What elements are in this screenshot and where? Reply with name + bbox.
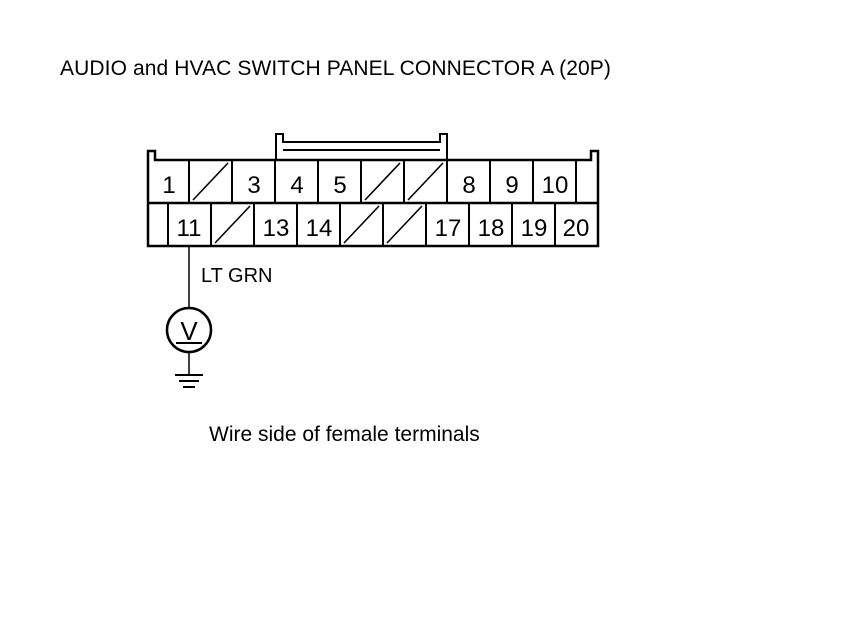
pin-14-label: 14 [306,215,333,242]
empty-cavity-2 [192,162,229,201]
pin-1-label: 1 [162,172,175,199]
voltmeter-icon: V [165,306,213,354]
pin-18-label: 18 [478,215,505,242]
top-row-pin-labels: 1 3 4 5 8 9 10 [162,172,568,199]
ground-icon [175,374,203,388]
voltmeter-symbol: V [180,316,198,346]
empty-cavity-slashes [192,162,444,244]
empty-cavity-6 [364,162,401,201]
pin-11-label: 11 [177,215,202,242]
bottom-row-dividers [167,203,556,246]
pin-20-label: 20 [563,215,590,242]
pin-19-label: 19 [521,215,548,242]
empty-cavity-15 [343,205,380,244]
empty-cavity-16 [386,205,423,244]
empty-cavity-12 [214,205,251,244]
pin-9-label: 9 [505,172,518,199]
pin-17-label: 17 [435,215,462,242]
pin-10-label: 10 [542,172,569,199]
connector-latch [275,133,448,160]
top-row-dividers [188,160,577,203]
empty-cavity-7 [407,162,444,201]
bottom-row-pin-labels: 11 13 14 17 18 19 20 [177,215,590,242]
terminal-view-caption: Wire side of female terminals [209,423,480,446]
connector-housing [146,149,600,248]
pin-5-label: 5 [333,172,346,199]
wire-color-label: LT GRN [201,265,273,287]
pin-4-label: 4 [290,172,303,199]
pin-8-label: 8 [462,172,475,199]
connector-title: AUDIO and HVAC SWITCH PANEL CONNECTOR A … [60,57,612,80]
pin-3-label: 3 [247,172,260,199]
pin-13-label: 13 [263,215,290,242]
